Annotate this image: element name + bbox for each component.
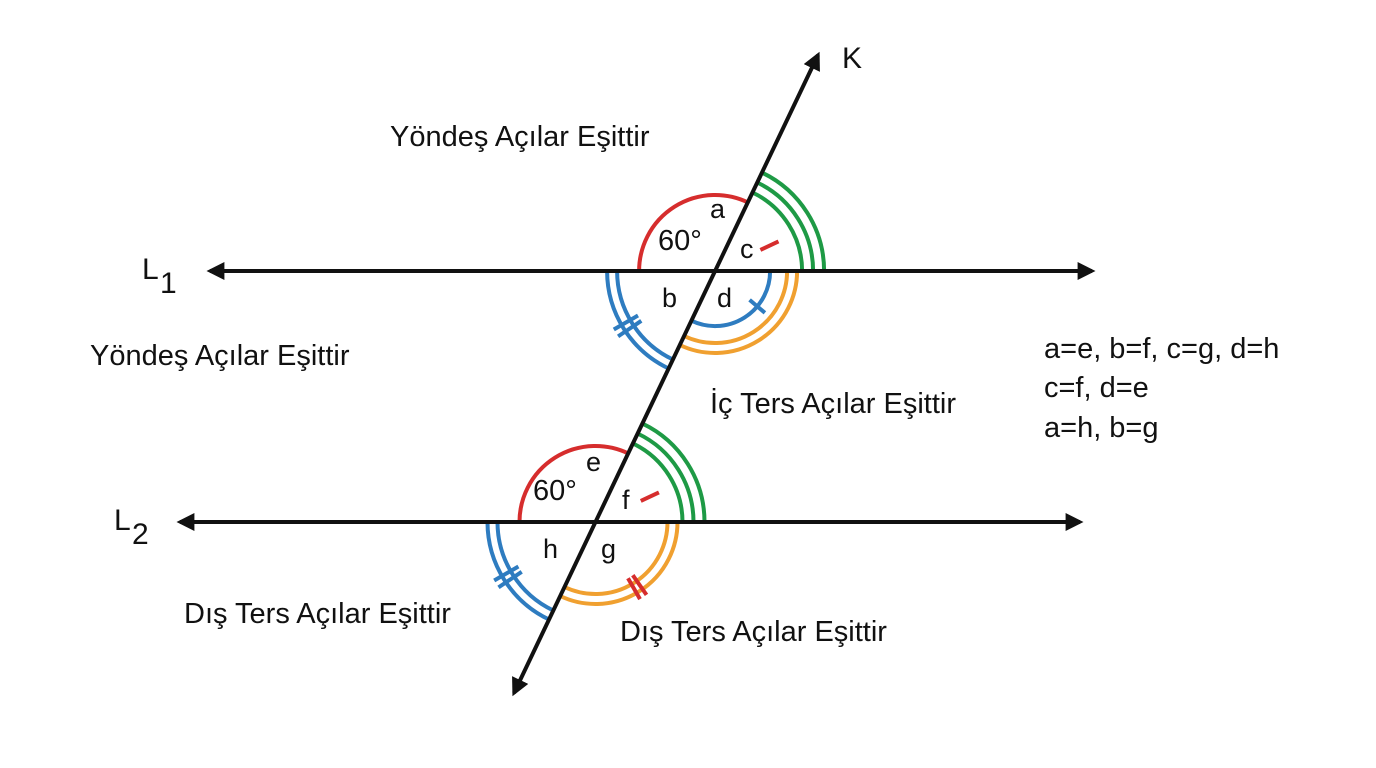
arc-green-top-1 bbox=[751, 190, 805, 272]
angle-label-g: g bbox=[601, 534, 616, 564]
angle-label-h: h bbox=[543, 534, 558, 564]
transversal-k bbox=[512, 51, 820, 697]
angle-label-f: f bbox=[622, 485, 630, 515]
angle-label-a: a bbox=[710, 194, 726, 224]
arc-green-bottom-3 bbox=[641, 421, 707, 523]
equality-line-3: a=h, b=g bbox=[1044, 412, 1159, 444]
caption-alternate-exterior-right: Dış Ters Açılar Eşittir bbox=[620, 616, 887, 648]
tick-red-bottom bbox=[639, 490, 660, 503]
angle-label-c: c bbox=[740, 234, 754, 264]
arc-green-top-3 bbox=[761, 170, 827, 272]
line-l1-label: L bbox=[142, 253, 159, 286]
equality-line-1: a=e, b=f, c=g, d=h bbox=[1044, 333, 1279, 365]
caption-corresponding-top: Yöndeş Açılar Eşittir bbox=[390, 121, 650, 153]
caption-alternate-exterior-left: Dış Ters Açılar Eşittir bbox=[184, 598, 451, 630]
caption-alternate-interior: İç Ters Açılar Eşittir bbox=[710, 387, 956, 420]
line-l2-label: L bbox=[114, 504, 131, 537]
angle-label-d: d bbox=[717, 283, 732, 313]
arc-green-top-2 bbox=[756, 180, 816, 272]
line-l1-subscript: 1 bbox=[160, 267, 177, 300]
angle-value-top: 60° bbox=[658, 225, 702, 257]
angle-tick-marks bbox=[493, 239, 780, 601]
equality-line-2: c=f, d=e bbox=[1044, 372, 1149, 404]
caption-corresponding-left: Yöndeş Açılar Eşittir bbox=[90, 340, 350, 372]
angle-label-b: b bbox=[662, 283, 677, 313]
angle-label-e: e bbox=[586, 447, 601, 477]
arc-green-bottom-1 bbox=[632, 441, 685, 523]
line-l2-subscript: 2 bbox=[132, 518, 149, 551]
arc-green-bottom-2 bbox=[636, 431, 696, 523]
tick-red-top bbox=[759, 239, 780, 252]
transversal-label: K bbox=[842, 42, 862, 75]
angle-value-bottom: 60° bbox=[533, 475, 577, 507]
